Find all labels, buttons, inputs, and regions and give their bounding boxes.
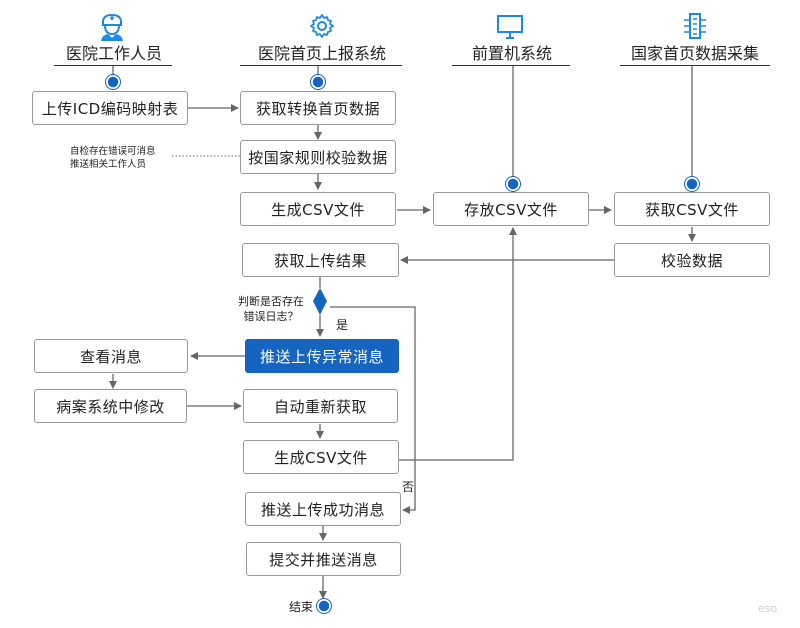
- gear-icon: [310, 14, 334, 38]
- node-auto-refetch[interactable]: 自动重新获取: [243, 389, 398, 423]
- lane-title-frontend: 前置机系统: [471, 44, 552, 63]
- node-gen-csv-2[interactable]: 生成CSV文件: [243, 440, 399, 474]
- database-server-icon: [684, 13, 706, 39]
- node-fetch-result[interactable]: 获取上传结果: [242, 243, 399, 277]
- note-decision-line1: 判断是否存在: [238, 295, 304, 308]
- lane-divider: [620, 65, 770, 66]
- decision-diamond: [313, 288, 327, 315]
- nurse-icon: [101, 13, 123, 41]
- node-validate-national[interactable]: 按国家规则校验数据: [240, 140, 396, 174]
- node-store-csv[interactable]: 存放CSV文件: [433, 192, 589, 226]
- watermark: eso: [758, 602, 778, 615]
- node-view-msg[interactable]: 查看消息: [34, 339, 188, 373]
- node-upload-icd[interactable]: 上传ICD编码映射表: [32, 91, 188, 125]
- note-selfcheck: 自检存在错误可消息 推送相关工作人员: [70, 145, 156, 171]
- node-fetch-csv[interactable]: 获取CSV文件: [614, 192, 770, 226]
- lane-title-staff: 医院工作人员: [65, 44, 162, 63]
- node-fetch-convert[interactable]: 获取转换首页数据: [240, 91, 396, 125]
- note-decision: 判断是否存在 错误日志？: [238, 294, 304, 324]
- note-selfcheck-line1: 自检存在错误可消息: [70, 146, 156, 157]
- label-yes: 是: [336, 318, 349, 332]
- node-gen-csv-1[interactable]: 生成CSV文件: [240, 192, 396, 226]
- lane-divider: [452, 65, 570, 66]
- monitor-icon: [497, 15, 523, 39]
- node-verify-data[interactable]: 校验数据: [614, 243, 770, 277]
- lane-title-national: 国家首页数据采集: [630, 44, 759, 63]
- node-modify-case[interactable]: 病案系统中修改: [34, 389, 187, 423]
- node-push-success[interactable]: 推送上传成功消息: [245, 492, 401, 526]
- note-selfcheck-line2: 推送相关工作人员: [70, 159, 147, 170]
- lane-divider: [240, 65, 402, 66]
- label-no: 否: [402, 480, 415, 494]
- label-end: 结束: [289, 600, 314, 614]
- note-decision-line2: 错误日志？: [243, 310, 299, 323]
- lane-divider: [54, 65, 172, 66]
- node-push-error[interactable]: 推送上传异常消息: [245, 339, 399, 373]
- node-submit-push[interactable]: 提交并推送消息: [246, 542, 401, 576]
- lane-title-report: 医院首页上报系统: [257, 44, 386, 63]
